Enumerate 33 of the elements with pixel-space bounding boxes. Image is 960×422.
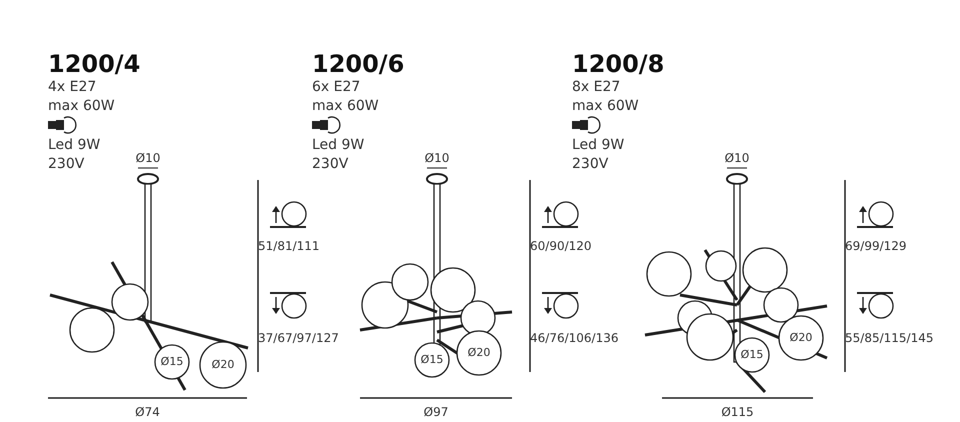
dimension-label: 51/81/111 — [258, 240, 320, 252]
spec-text: max 60W — [48, 99, 115, 113]
spec-text: 230V — [312, 157, 348, 171]
spec-text: 4x E27 — [48, 80, 96, 94]
spec-text: max 60W — [572, 99, 639, 113]
dimension-label: Ø10 — [724, 152, 750, 164]
model-number: 1200/6 — [312, 52, 404, 76]
dimension-label: Ø20 — [790, 332, 812, 343]
dimension-label: Ø15 — [160, 356, 184, 367]
dimension-label: Ø15 — [740, 349, 764, 360]
dimension-label: Ø97 — [424, 406, 448, 418]
dimension-label: Ø74 — [135, 406, 160, 418]
spec-text: 6x E27 — [312, 80, 360, 94]
spec-text: max 60W — [312, 99, 379, 113]
spec-text: Led 9W — [572, 138, 624, 152]
dimension-label: 60/90/120 — [530, 240, 592, 252]
dimension-label: Ø20 — [212, 359, 234, 370]
spec-text: 230V — [572, 157, 608, 171]
dimension-label: 69/99/129 — [845, 240, 907, 252]
model-number: 1200/8 — [572, 52, 664, 76]
dimension-label: 46/76/106/136 — [530, 332, 618, 344]
spec-text: 230V — [48, 157, 84, 171]
spec-text: Led 9W — [48, 138, 100, 152]
dimension-label: 55/85/115/145 — [845, 332, 934, 344]
dimension-label: Ø115 — [721, 406, 754, 418]
spec-text: Led 9W — [312, 138, 364, 152]
dimension-label: Ø10 — [136, 152, 160, 164]
dimension-label: Ø15 — [420, 354, 444, 365]
spec-text: 8x E27 — [572, 80, 620, 94]
dimension-label: 37/67/97/127 — [258, 332, 339, 344]
dimension-label: Ø20 — [468, 347, 490, 358]
dimension-label: Ø10 — [424, 152, 450, 164]
model-number: 1200/4 — [48, 52, 140, 76]
